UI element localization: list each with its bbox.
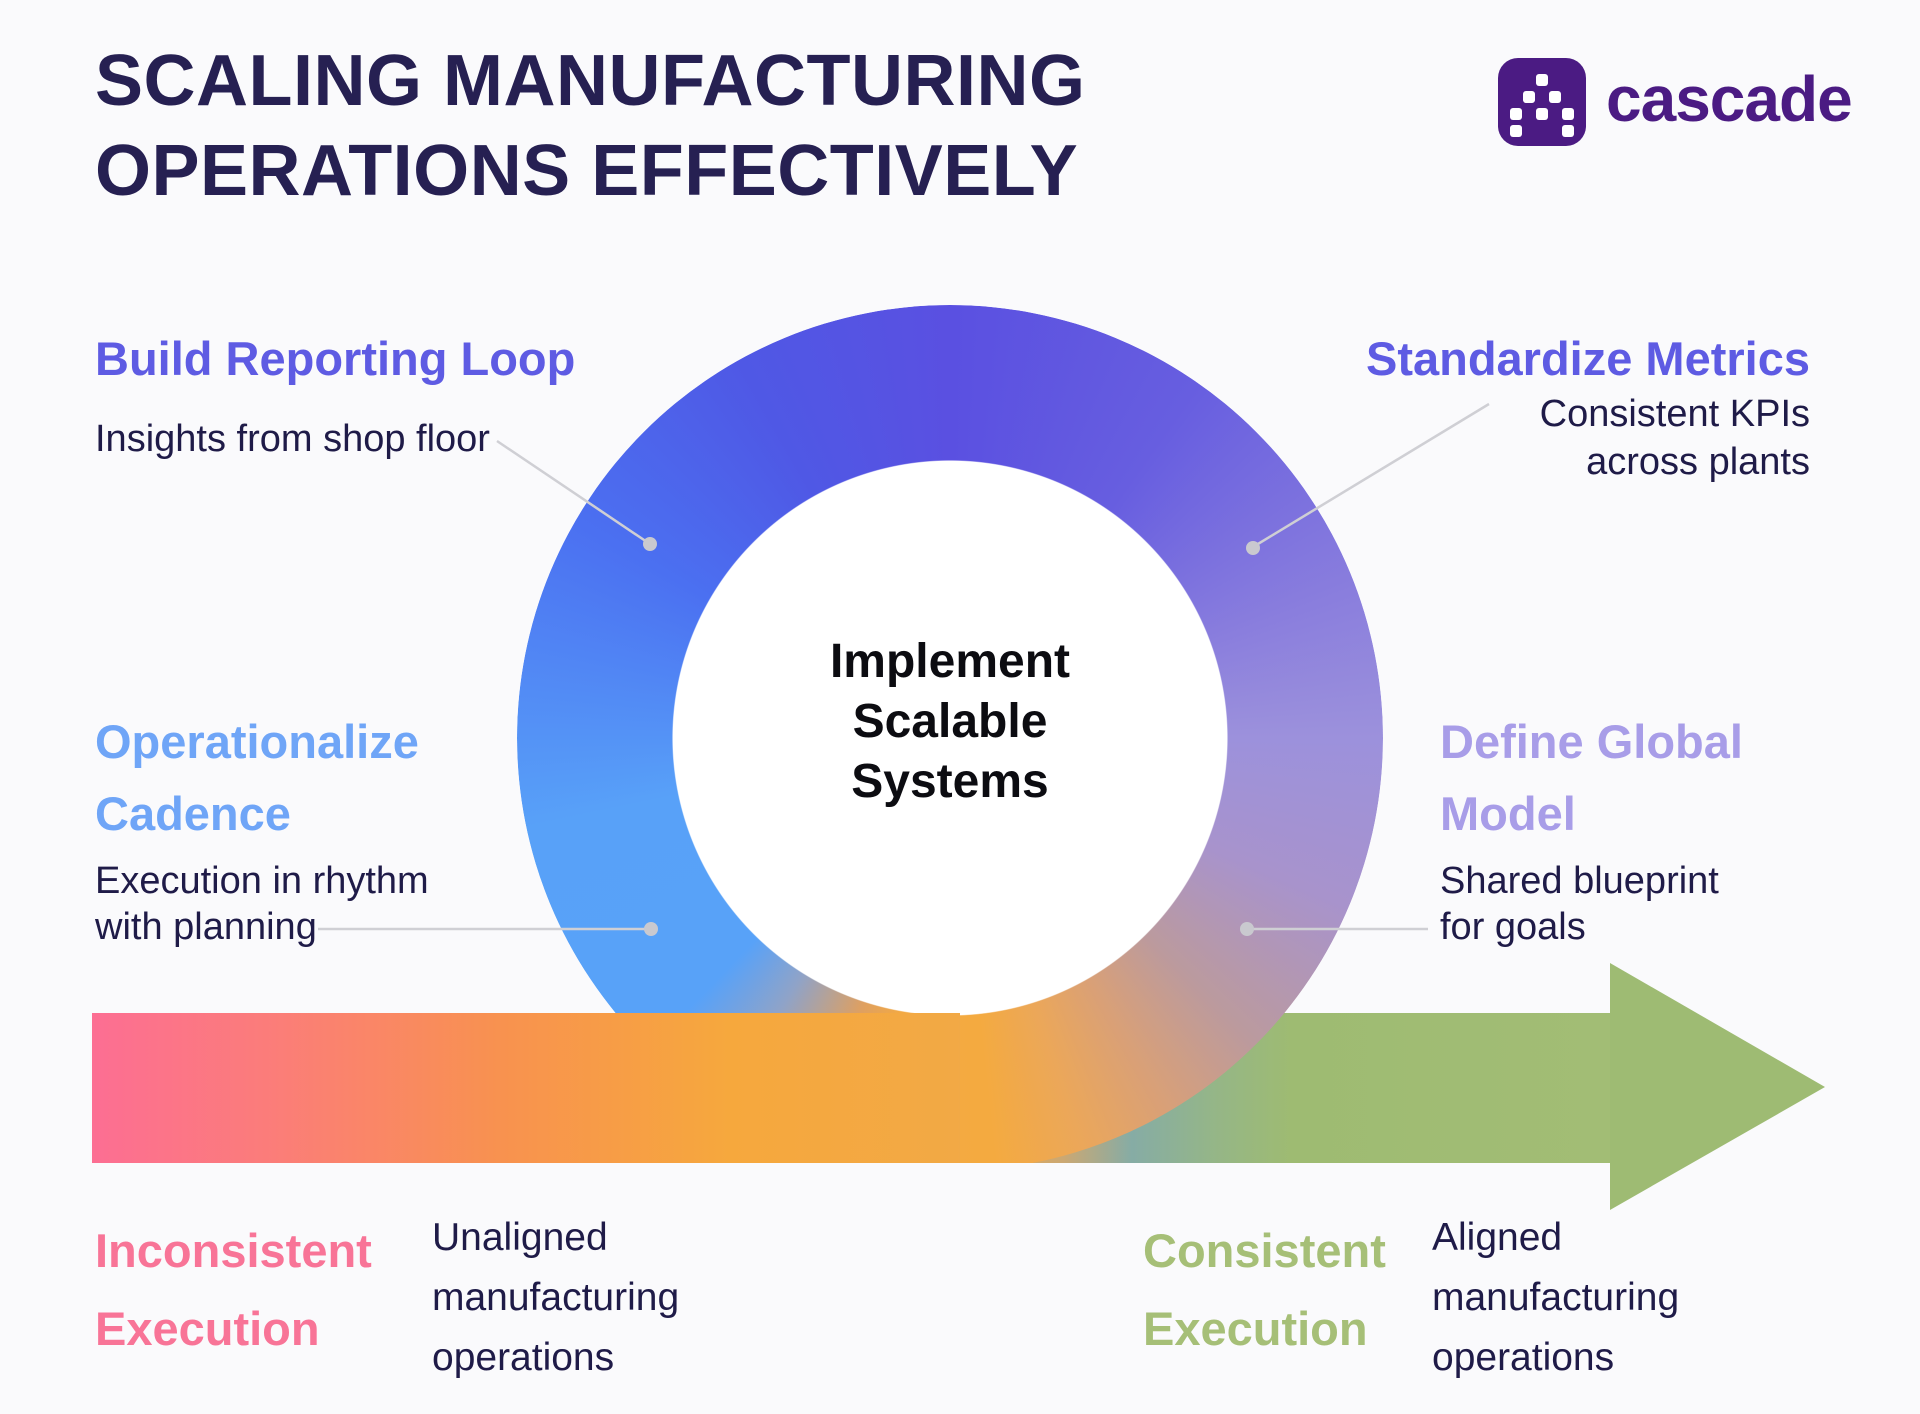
step-subtitle-build-reporting-loop: Insights from shop floor bbox=[95, 418, 490, 460]
cascade-logo-icon bbox=[1498, 58, 1586, 146]
step-subtitle-define-global-model: Shared blueprint for goals bbox=[1440, 860, 1719, 948]
step-title-standardize-metrics: Standardize Metrics bbox=[1365, 332, 1810, 385]
step-title-operationalize-cadence: Operationalize Cadence bbox=[95, 715, 419, 840]
logo-dot bbox=[1536, 108, 1548, 120]
axis-label-consistent-execution: Consistent Execution bbox=[1143, 1224, 1386, 1355]
page-title: SCALING MANUFACTURING OPERATIONS EFFECTI… bbox=[95, 36, 1085, 216]
logo-dot bbox=[1523, 91, 1535, 103]
logo-dot bbox=[1562, 125, 1574, 137]
logo-dot bbox=[1510, 108, 1522, 120]
loop-center-label: Implement Scalable Systems bbox=[829, 635, 1071, 808]
brand-wordmark: cascade bbox=[1606, 63, 1853, 135]
arrow-head bbox=[1610, 963, 1825, 1210]
axis-sublabel-unaligned-operations: Unaligned manufacturing operations bbox=[432, 1216, 680, 1379]
logo-dot bbox=[1562, 108, 1574, 120]
page-title-line1: SCALING MANUFACTURING bbox=[95, 41, 1086, 121]
axis-label-inconsistent-execution: Inconsistent Execution bbox=[95, 1224, 372, 1355]
page-title-line2: OPERATIONS EFFECTIVELY bbox=[95, 131, 1079, 211]
logo-dot bbox=[1536, 74, 1548, 86]
axis-sublabel-aligned-operations: Aligned manufacturing operations bbox=[1432, 1216, 1680, 1379]
logo-dot bbox=[1549, 91, 1561, 103]
step-subtitle-standardize-metrics: Consistent KPIs across plants bbox=[1539, 393, 1810, 483]
logo-dot bbox=[1510, 125, 1522, 137]
step-title-build-reporting-loop: Build Reporting Loop bbox=[95, 332, 576, 385]
execution-arrow-band-left bbox=[92, 1013, 960, 1163]
step-title-define-global-model: Define Global Model bbox=[1440, 715, 1743, 840]
step-subtitle-operationalize-cadence: Execution in rhythm with planning bbox=[95, 860, 429, 948]
